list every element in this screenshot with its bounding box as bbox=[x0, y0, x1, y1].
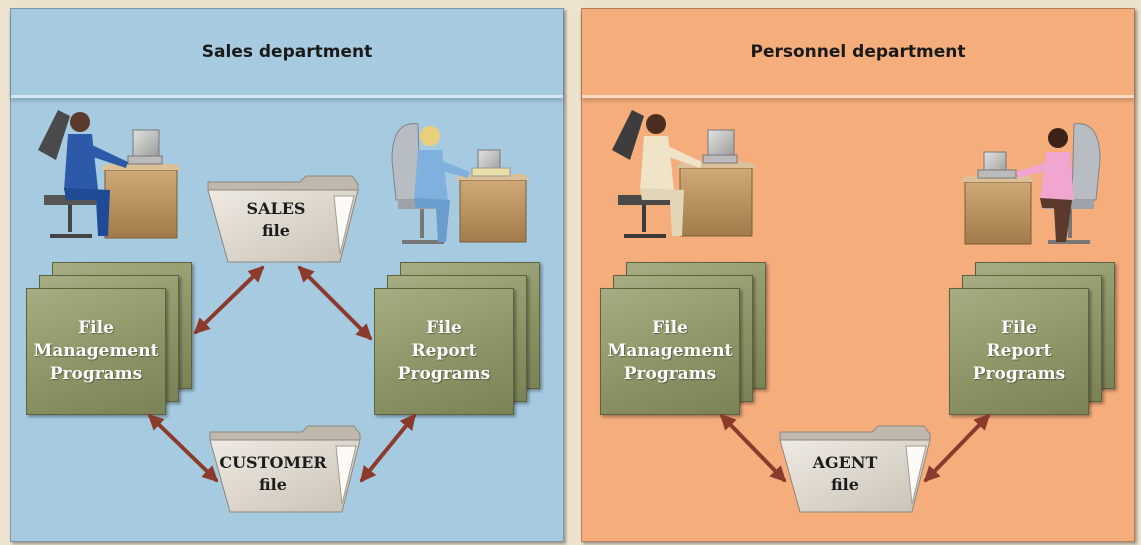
desk-worker-icon bbox=[960, 123, 1101, 245]
double-arrow-icon bbox=[147, 413, 219, 483]
personnel-file-management-programs: File Management Programs bbox=[600, 288, 740, 415]
program-label: File Report Programs bbox=[397, 318, 491, 384]
program-label: File Management Programs bbox=[33, 318, 159, 384]
sales-file-report-programs: File Report Programs bbox=[374, 288, 514, 415]
double-arrow-icon bbox=[719, 413, 787, 483]
file-folder-icon bbox=[779, 425, 931, 513]
desk-worker-icon bbox=[38, 110, 182, 239]
agent-file-label: AGENT file bbox=[812, 453, 878, 495]
file-folder-icon bbox=[207, 175, 359, 263]
sales-file-management-programs: File Management Programs bbox=[26, 288, 166, 415]
desk-worker-icon bbox=[391, 123, 530, 244]
sales-department-title: Sales department bbox=[11, 9, 563, 98]
personnel-file-report-programs: File Report Programs bbox=[949, 288, 1089, 415]
sales-file-label: SALES file bbox=[246, 199, 306, 241]
double-arrow-icon bbox=[359, 413, 417, 483]
file-folder-icon bbox=[209, 425, 361, 513]
desk-worker-icon bbox=[612, 110, 757, 238]
double-arrow-icon bbox=[923, 413, 991, 483]
personnel-department-title: Personnel department bbox=[582, 9, 1134, 98]
double-arrow-icon bbox=[297, 265, 373, 341]
program-label: File Report Programs bbox=[972, 318, 1066, 384]
double-arrow-icon bbox=[193, 265, 265, 335]
customer-file-label: CUSTOMER file bbox=[219, 453, 327, 495]
program-label: File Management Programs bbox=[607, 318, 733, 384]
